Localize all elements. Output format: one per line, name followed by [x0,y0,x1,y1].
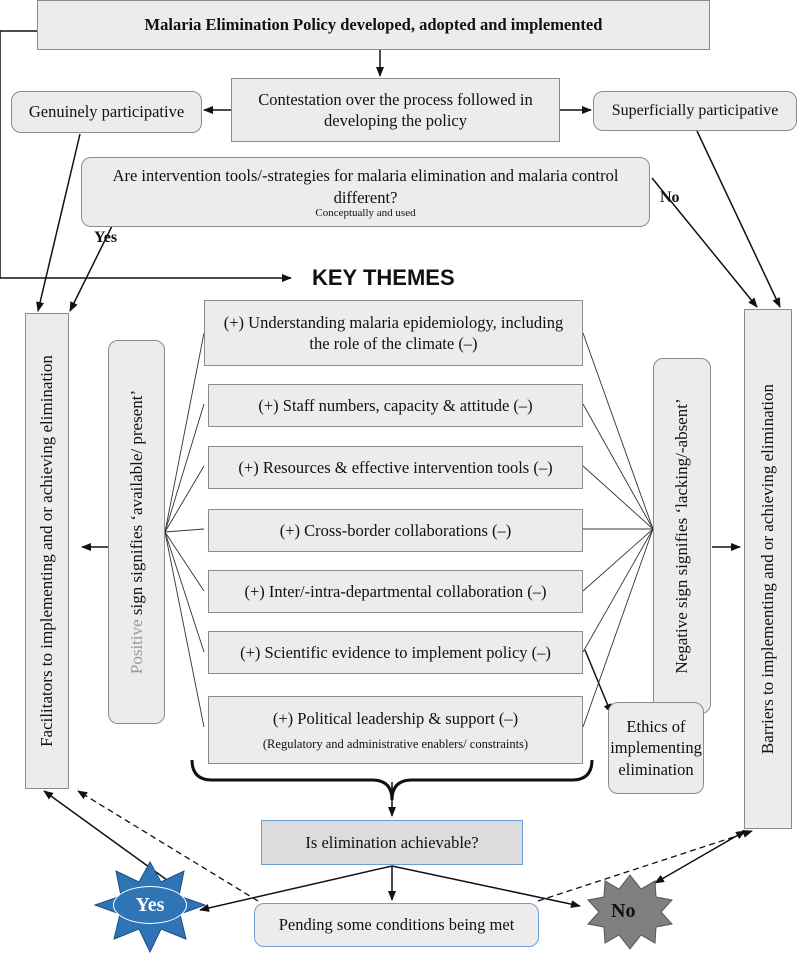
theme-political-note: (Regulatory and administrative enablers/… [262,736,529,751]
achievable-text: Is elimination achievable? [305,832,479,852]
outcome-yes-text: Yes [135,893,165,916]
theme-staff-text: (+) Staff numbers, capacity & attitude (… [258,395,533,415]
ethics-text: Ethics of implementing elimination [610,716,702,779]
question-note: Conceptually and used [315,206,416,219]
pending-text: Pending some conditions being met [278,915,515,935]
negative-sign-box: Negative sign signifies ‘lacking/-absent… [653,358,711,714]
barriers-text: Barriers to implementing and or achievin… [758,383,777,755]
theme-resources-text: (+) Resources & effective intervention t… [238,457,553,477]
contestation-box: Contestation over the process followed i… [231,78,560,142]
positive-sign-rest: sign signifies ‘available/ present’ [126,389,146,620]
positive-sign-box: Positive sign signifies ‘available/ pres… [108,340,165,724]
positive-sign-lead: Positive [126,619,146,675]
pending-box: Pending some conditions being met [254,903,539,947]
question-text: Are intervention tools/-strategies for m… [112,166,619,207]
question-yes-label: Yes [94,229,118,246]
theme-epidemiology: (+) Understanding malaria epidemiology, … [204,300,583,366]
theme-departmental-text: (+) Inter/-intra-departmental collaborat… [244,581,547,601]
barriers-box: Barriers to implementing and or achievin… [744,309,792,829]
theme-political: (+) Political leadership & support (–) (… [208,696,583,764]
positive-sign-text: Positive sign signifies ‘available/ pres… [127,390,147,674]
contestation-text: Contestation over the process followed i… [258,89,533,130]
theme-cross-border-text: (+) Cross-border collaborations (–) [279,520,512,540]
facilitators-box: Facilitators to implementing and or achi… [25,313,69,789]
theme-resources: (+) Resources & effective intervention t… [208,446,583,489]
theme-departmental: (+) Inter/-intra-departmental collaborat… [208,570,583,613]
genuinely-participative-box: Genuinely participative [11,91,202,133]
achievable-box: Is elimination achievable? [261,820,523,865]
facilitators-text: Facilitators to implementing and or achi… [37,355,56,747]
question-no-label: No [660,189,680,206]
negative-sign-text: Negative sign signifies ‘lacking/-absent… [672,398,691,674]
superficially-participative-box: Superficially participative [593,91,797,131]
theme-political-text: (+) Political leadership & support (–) [272,709,519,729]
theme-epidemiology-text: (+) Understanding malaria epidemiology, … [223,312,564,353]
no-star [587,874,673,950]
yes-oval: Yes [113,886,187,924]
question-box: Are intervention tools/-strategies for m… [81,157,650,227]
ethics-box: Ethics of implementing elimination [608,702,704,794]
policy-title: Malaria Elimination Policy developed, ad… [144,15,603,35]
theme-scientific: (+) Scientific evidence to implement pol… [208,631,583,674]
theme-cross-border: (+) Cross-border collaborations (–) [208,509,583,552]
theme-scientific-text: (+) Scientific evidence to implement pol… [240,642,551,662]
superficially-participative-text: Superficially participative [611,101,779,119]
key-themes-heading: KEY THEMES [312,265,455,290]
genuinely-participative-text: Genuinely participative [28,102,185,122]
outcome-no-text: No [611,900,636,922]
theme-staff: (+) Staff numbers, capacity & attitude (… [208,384,583,427]
policy-title-box: Malaria Elimination Policy developed, ad… [37,0,710,50]
